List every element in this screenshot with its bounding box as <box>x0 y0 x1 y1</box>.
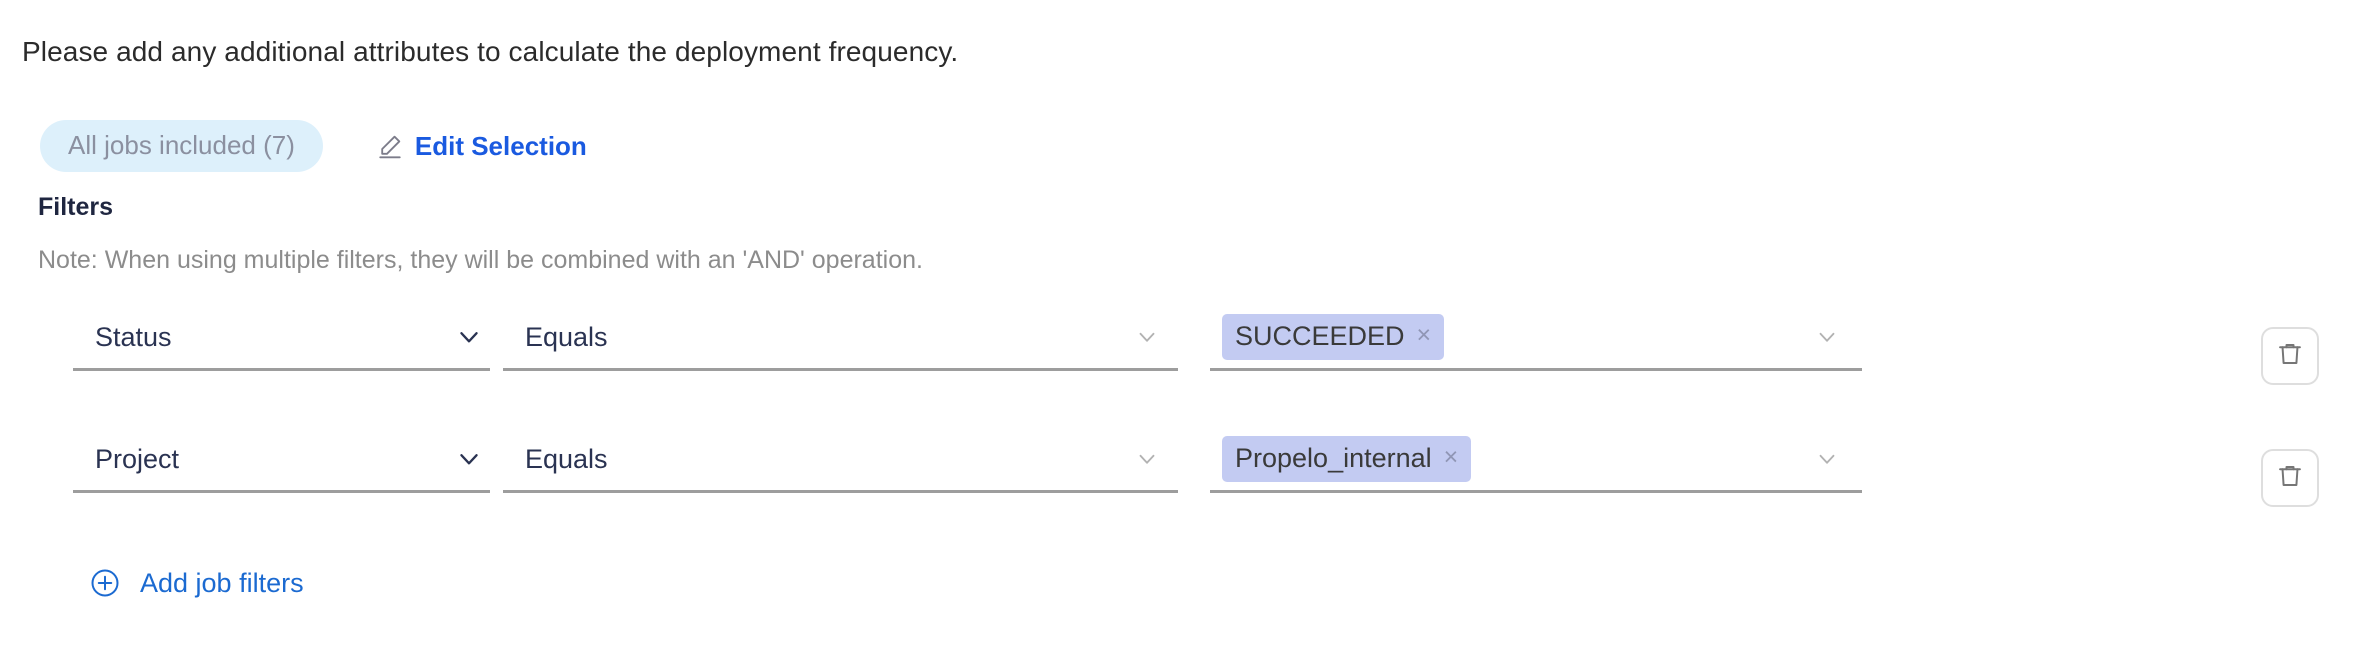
chevron-down-icon[interactable] <box>1130 320 1164 354</box>
filter-value-tags: Propelo_internal × <box>1210 435 1810 482</box>
filter-attribute-select[interactable]: Project <box>73 427 490 493</box>
chevron-down-icon[interactable] <box>1130 442 1164 476</box>
filter-attribute-select[interactable]: Status <box>73 305 490 371</box>
close-icon[interactable]: × <box>1443 443 1459 471</box>
filter-row: Status Equals SUCCEEDED × <box>0 305 2376 377</box>
filter-attribute-value: Status <box>95 321 172 352</box>
filter-attribute-value: Project <box>95 443 180 474</box>
trash-icon <box>2276 462 2304 495</box>
jobs-included-badge: All jobs included (7) <box>40 120 323 172</box>
filter-value-tags: SUCCEEDED × <box>1210 313 1810 360</box>
filter-operator-value: Equals <box>525 321 608 352</box>
delete-filter-button[interactable] <box>2261 449 2319 507</box>
filter-operator-select[interactable]: Equals <box>503 305 1178 371</box>
edit-selection-label: Edit Selection <box>414 131 587 161</box>
chevron-down-icon[interactable] <box>1810 320 1844 354</box>
filter-operator-value: Equals <box>525 443 608 474</box>
value-tag[interactable]: Propelo_internal × <box>1222 435 1472 482</box>
chevron-down-icon[interactable] <box>1810 442 1844 476</box>
close-icon[interactable]: × <box>1416 321 1432 349</box>
value-tag[interactable]: SUCCEEDED × <box>1222 313 1445 360</box>
value-tag-label: SUCCEEDED <box>1235 320 1405 351</box>
filter-row: Project Equals Propelo_internal × <box>0 427 2376 499</box>
add-job-filters-label: Add job filters <box>140 568 304 598</box>
filter-value-select[interactable]: Propelo_internal × <box>1210 427 1862 493</box>
value-tag-label: Propelo_internal <box>1235 442 1432 473</box>
filters-heading: Filters <box>38 193 114 221</box>
chevron-down-icon[interactable] <box>452 442 486 476</box>
page-description: Please add any additional attributes to … <box>22 36 959 67</box>
chevron-down-icon[interactable] <box>452 320 486 354</box>
filters-note: Note: When using multiple filters, they … <box>38 246 923 274</box>
plus-circle-icon <box>90 568 120 598</box>
filter-value-select[interactable]: SUCCEEDED × <box>1210 305 1862 371</box>
pencil-icon <box>377 133 403 159</box>
filter-operator-select[interactable]: Equals <box>503 427 1178 493</box>
selection-summary-row: All jobs included (7) Edit Selection <box>40 120 587 172</box>
trash-icon <box>2276 340 2304 373</box>
edit-selection-button[interactable]: Edit Selection <box>355 131 587 161</box>
add-job-filters-button[interactable]: Add job filters <box>90 567 304 599</box>
delete-filter-button[interactable] <box>2261 327 2319 385</box>
